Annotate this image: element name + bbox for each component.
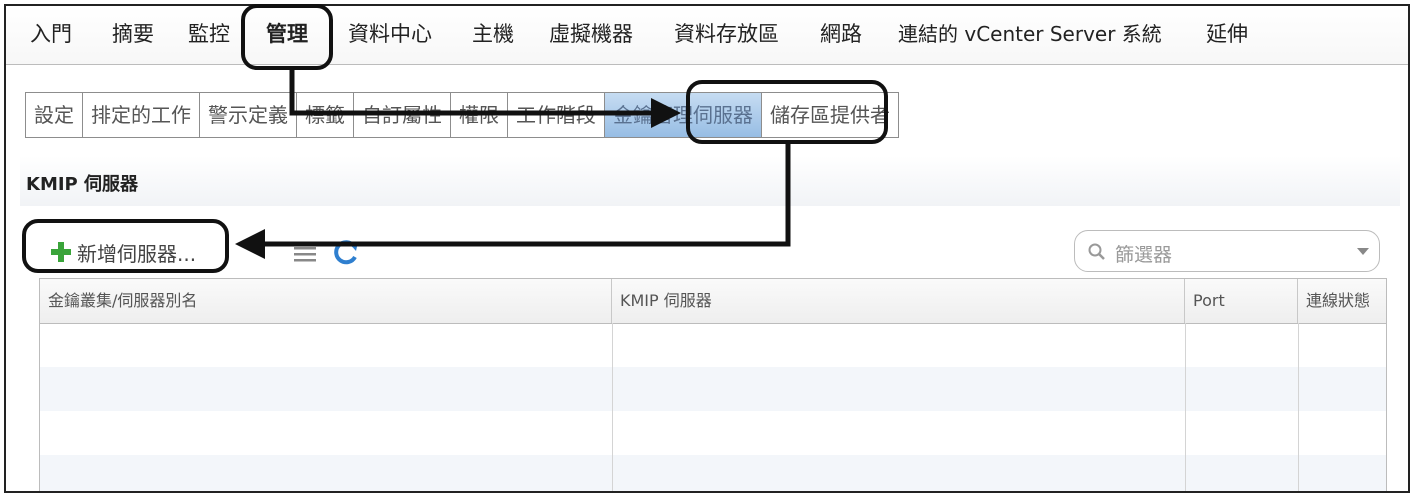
subtab-alarm-definitions[interactable]: 警示定義 — [200, 93, 297, 137]
table-row — [40, 455, 1386, 491]
tab-virtual-machines[interactable]: 虛擬機器 — [549, 22, 633, 46]
tab-getting-started[interactable]: 入門 — [30, 22, 72, 46]
plus-icon — [51, 242, 71, 262]
subtab-scheduled-tasks[interactable]: 排定的工作 — [83, 93, 200, 137]
tab-extensions[interactable]: 延伸 — [1206, 22, 1248, 46]
callout-add-server — [22, 219, 229, 273]
filter-placeholder: 篩選器 — [1115, 244, 1173, 266]
callout-manage-tab — [241, 4, 333, 70]
tab-summary[interactable]: 摘要 — [112, 22, 154, 46]
chevron-down-icon[interactable] — [1357, 248, 1369, 256]
column-header-port[interactable]: Port — [1185, 279, 1298, 323]
column-header-connection-status[interactable]: 連線狀態 — [1306, 291, 1371, 310]
kmip-server-table: 金鑰叢集/伺服器別名 KMIP 伺服器 Port 連線狀態 — [39, 278, 1387, 491]
section-header: KMIP 伺服器 — [20, 156, 1400, 206]
tab-networks[interactable]: 網路 — [820, 22, 862, 46]
top-tab-bar: 入門 摘要 監控 管理 資料中心 主機 虛擬機器 資料存放區 網路 連結的 vC… — [6, 6, 1408, 65]
list-icon[interactable] — [294, 246, 316, 262]
add-server-label: 新增伺服器... — [77, 241, 197, 266]
column-header-cluster-alias[interactable]: 金鑰叢集/伺服器別名 — [40, 279, 612, 323]
subtab-storage-providers[interactable]: 儲存區提供者 — [770, 103, 890, 127]
search-icon — [1088, 243, 1105, 260]
subtab-settings[interactable]: 設定 — [26, 93, 83, 137]
callout-kms-tab — [686, 80, 888, 144]
arrow-manage-to-kms — [289, 70, 681, 128]
column-divider — [1185, 323, 1186, 491]
tab-datastores[interactable]: 資料存放區 — [674, 22, 779, 46]
tab-linked-vcenter[interactable]: 連結的 vCenter Server 系統 — [898, 22, 1162, 46]
column-divider — [1298, 323, 1299, 491]
column-divider — [612, 323, 613, 491]
tab-hosts[interactable]: 主機 — [472, 22, 514, 46]
table-row — [40, 367, 1386, 411]
column-header-kmip-server[interactable]: KMIP 伺服器 — [612, 279, 1185, 323]
arrow-kms-to-add-server — [235, 144, 791, 259]
table-header: 金鑰叢集/伺服器別名 KMIP 伺服器 Port 連線狀態 — [40, 279, 1386, 324]
filter-input[interactable]: 篩選器 — [1074, 230, 1380, 272]
add-server-button[interactable]: 新增伺服器... — [49, 234, 196, 270]
tab-datacenters[interactable]: 資料中心 — [348, 22, 432, 46]
tab-manage[interactable]: 管理 — [266, 22, 308, 46]
tab-monitor[interactable]: 監控 — [188, 22, 230, 46]
section-title: KMIP 伺服器 — [26, 174, 139, 195]
